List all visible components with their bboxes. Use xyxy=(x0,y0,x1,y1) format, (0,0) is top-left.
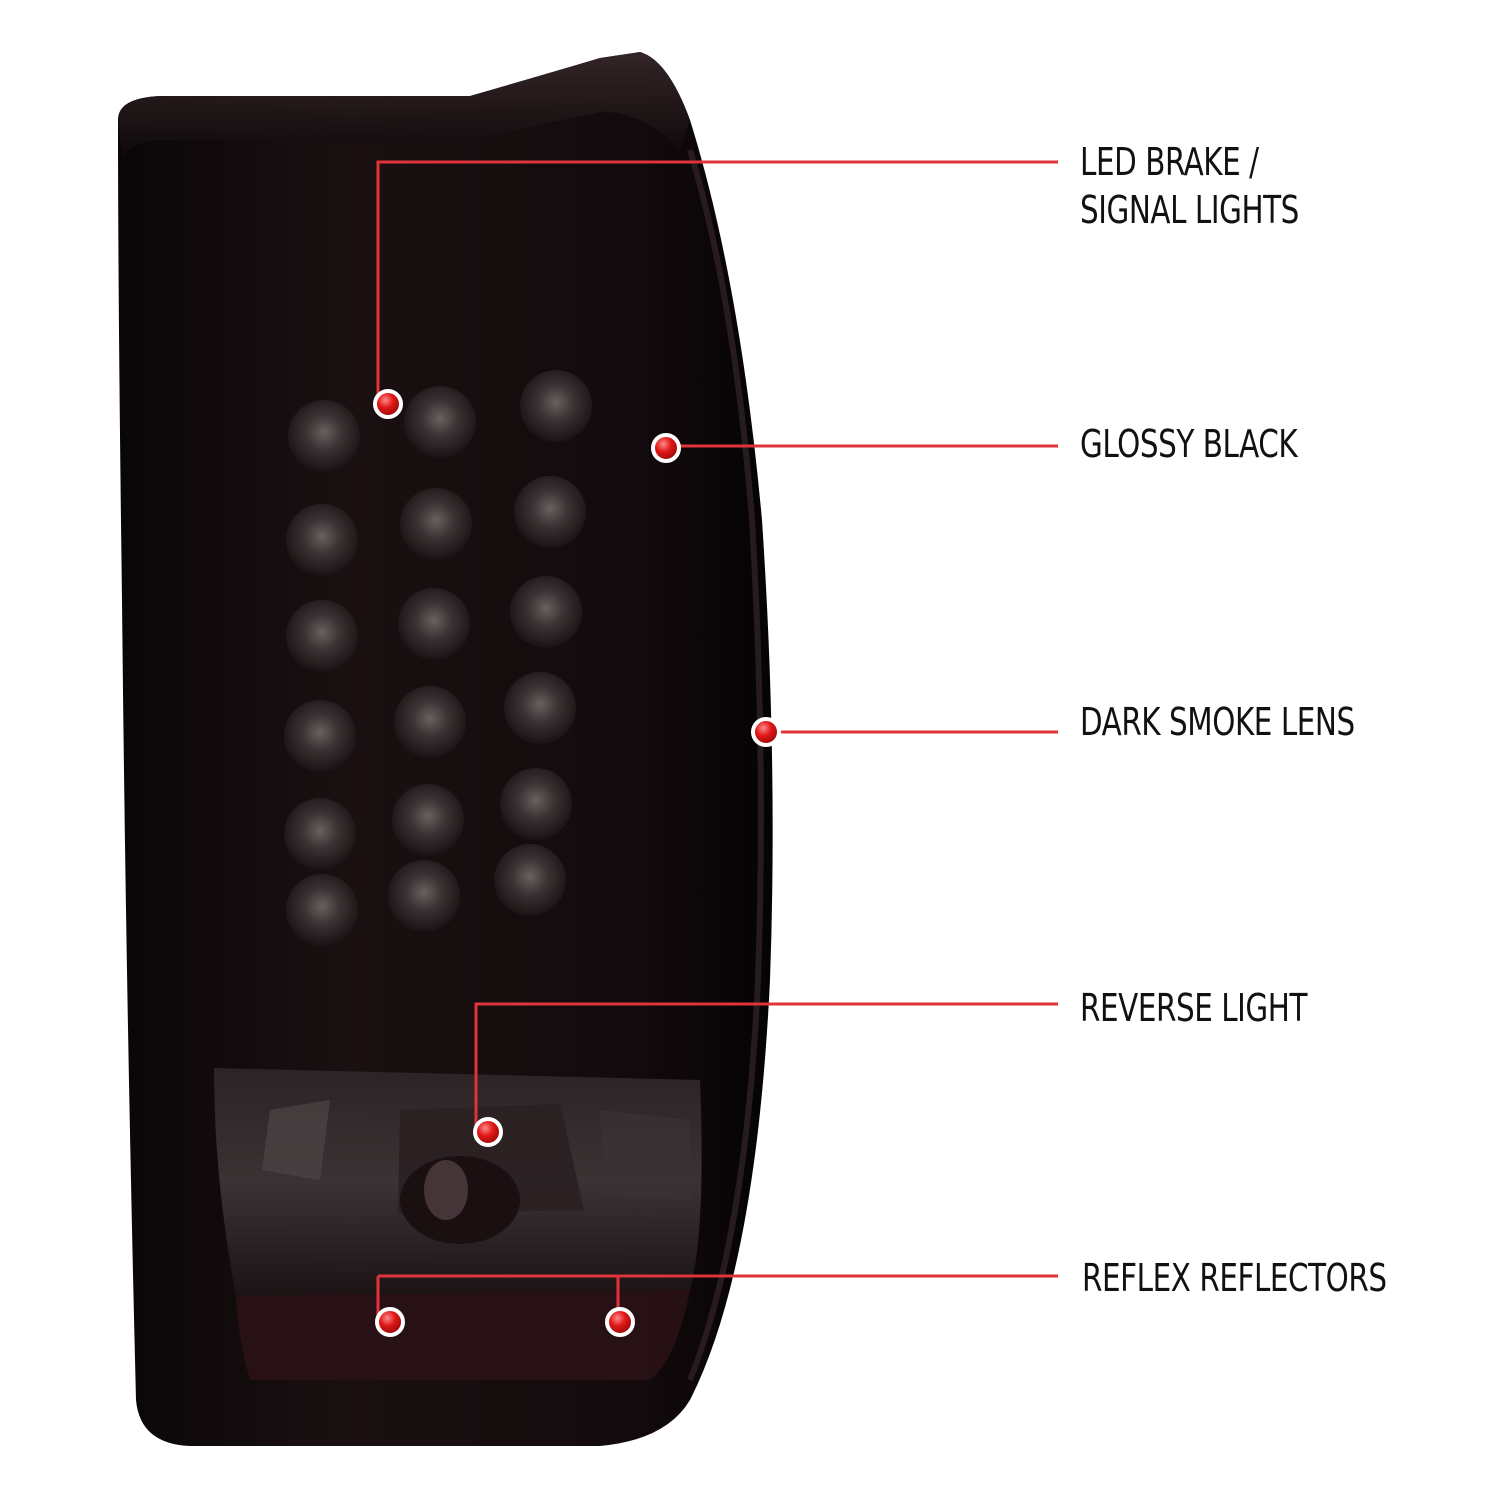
led-bulb xyxy=(510,576,582,648)
led-bulb xyxy=(394,686,466,758)
label-line: REVERSE LIGHT xyxy=(1080,986,1307,1030)
housing-top-lip xyxy=(118,52,690,160)
led-bulb xyxy=(392,784,464,856)
led-bulb xyxy=(286,504,358,576)
callout-line-led xyxy=(376,160,1058,404)
callout-lines xyxy=(376,160,1058,1324)
led-bulb xyxy=(284,700,356,772)
led-bulb xyxy=(514,476,586,548)
led-bulb xyxy=(284,798,356,870)
led-bulb xyxy=(404,386,476,458)
callout-dot-led xyxy=(373,389,403,419)
callout-dot-reflex-right xyxy=(605,1307,635,1337)
led-bulb xyxy=(286,600,358,672)
label-line: DARK SMOKE LENS xyxy=(1080,700,1355,744)
led-bulb xyxy=(504,672,576,744)
reverse-light-chamber xyxy=(214,1068,702,1296)
callout-dot-reverse xyxy=(473,1117,503,1147)
callout-dot-glossy xyxy=(651,433,681,463)
label-glossy-black: GLOSSY BLACK xyxy=(1080,420,1298,468)
label-dark-smoke-lens: DARK SMOKE LENS xyxy=(1080,698,1355,746)
led-bulb xyxy=(500,768,572,840)
label-line: REFLEX REFLECTORS xyxy=(1082,1256,1387,1300)
label-line: SIGNAL LIGHTS xyxy=(1080,188,1299,232)
led-bulb xyxy=(494,844,566,916)
callout-dots xyxy=(373,389,781,1337)
led-bulb xyxy=(520,370,592,442)
led-bulb xyxy=(288,400,360,472)
callout-dot-smoke xyxy=(751,717,781,747)
led-bulb xyxy=(398,588,470,660)
glossy-edge-highlight xyxy=(687,149,764,1382)
reflector-strip xyxy=(236,1290,690,1380)
label-line: GLOSSY BLACK xyxy=(1080,422,1298,466)
label-led-brake-signal: LED BRAKE / SIGNAL LIGHTS xyxy=(1080,138,1299,234)
led-bulb xyxy=(400,488,472,560)
callout-dot-reflex-left xyxy=(375,1307,405,1337)
label-reflex-reflectors: REFLEX REFLECTORS xyxy=(1082,1254,1387,1302)
led-bulb xyxy=(286,874,358,946)
led-bulb xyxy=(388,860,460,932)
label-line: LED BRAKE / xyxy=(1080,140,1259,184)
label-reverse-light: REVERSE LIGHT xyxy=(1080,984,1307,1032)
led-array xyxy=(284,370,592,946)
